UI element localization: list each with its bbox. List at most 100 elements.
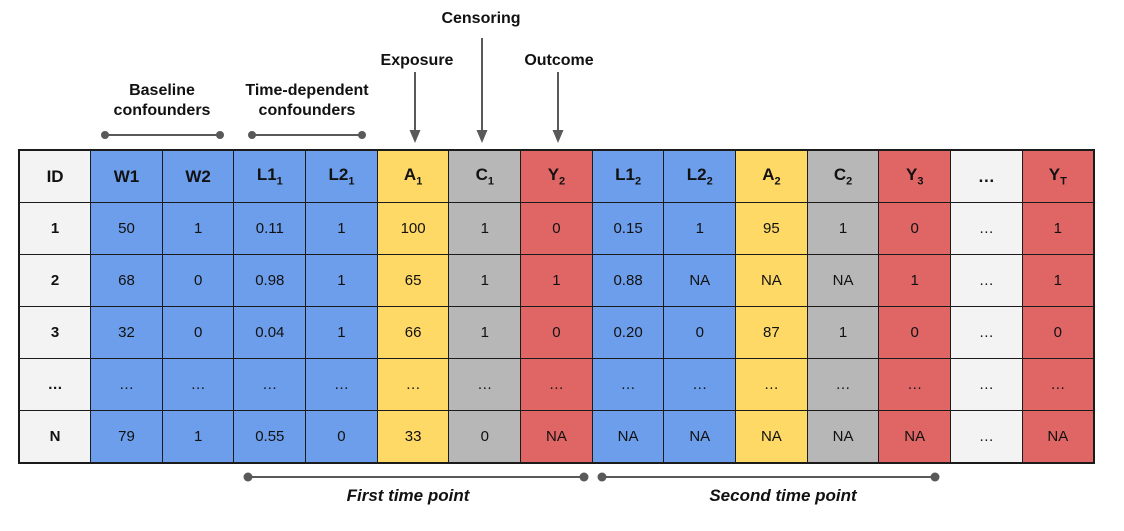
header-cell-base: Y <box>905 165 918 185</box>
data-cell: 0.20 <box>591 306 665 359</box>
row-id-cell: … <box>18 358 92 411</box>
data-cell: 32 <box>90 306 163 359</box>
data-cell: 0 <box>161 306 235 359</box>
data-cell: 50 <box>90 202 163 255</box>
header-cell: A1 <box>376 149 450 203</box>
second-time-point-bracket <box>597 472 940 482</box>
data-cell: 87 <box>735 306 808 359</box>
time-dependent-confounders-bracket <box>248 131 366 139</box>
header-cell-subscript: 2 <box>774 175 781 188</box>
data-cell: 1 <box>161 410 235 464</box>
header-cell-subscript: 3 <box>917 175 924 188</box>
data-cell: 0.55 <box>233 410 307 464</box>
outcome-label: Outcome <box>524 52 594 69</box>
data-cell: NA <box>806 410 880 464</box>
data-cell: 1 <box>305 202 378 255</box>
data-cell: … <box>806 358 880 411</box>
data-cell: … <box>233 358 307 411</box>
data-cell: 0.04 <box>233 306 307 359</box>
header-cell: L22 <box>663 149 737 203</box>
header-cell-base: C <box>833 165 847 185</box>
censoring-arrow <box>476 38 488 143</box>
data-cell: 1 <box>663 202 737 255</box>
header-cell-subscript: 2 <box>559 175 566 188</box>
header-cell: A2 <box>735 149 808 203</box>
data-cell: 1 <box>878 254 952 307</box>
header-cell: W1 <box>90 149 163 203</box>
data-cell: … <box>376 358 450 411</box>
data-cell: 0 <box>878 306 952 359</box>
header-cell-subscript: 2 <box>634 175 642 188</box>
data-cell: 0 <box>663 306 737 359</box>
data-cell: 1 <box>161 202 235 255</box>
data-cell: 1 <box>448 202 522 255</box>
row-id-cell: N <box>18 410 92 464</box>
header-cell-subscript: 1 <box>487 175 494 188</box>
table-row: ……………………………………… <box>18 358 1095 411</box>
header-cell-base: L2 <box>686 165 707 185</box>
data-cell: NA <box>806 254 880 307</box>
data-cell: 1 <box>520 254 593 307</box>
header-cell-subscript: 1 <box>276 175 283 188</box>
row-id-cell: 3 <box>18 306 92 359</box>
header-cell-subscript: 1 <box>416 175 423 188</box>
exposure-label: Exposure <box>380 52 454 69</box>
data-cell: … <box>950 202 1023 255</box>
header-cell-base: C <box>475 165 488 185</box>
header-cell-base: … <box>977 166 995 186</box>
header-cell: Y2 <box>520 149 593 203</box>
data-cell: 1 <box>806 202 880 255</box>
header-cell-base: L2 <box>328 165 349 185</box>
header-cell-base: A <box>403 165 417 185</box>
data-cell: NA <box>735 410 808 464</box>
data-cell: 68 <box>90 254 163 307</box>
data-cell: 95 <box>735 202 808 255</box>
data-cell: … <box>591 358 665 411</box>
data-cell: … <box>663 358 737 411</box>
header-cell: L21 <box>305 149 378 203</box>
time-dependent-confounders-label: Time-dependent confounders <box>245 82 369 119</box>
data-cell: 0 <box>1021 306 1095 359</box>
header-cell-base: Y <box>547 165 560 185</box>
header-cell-base: L1 <box>256 165 277 185</box>
header-cell-base: Y <box>1048 165 1061 185</box>
header-cell-base: W1 <box>113 166 140 186</box>
data-cell: 0.11 <box>233 202 307 255</box>
data-cell: 66 <box>376 306 450 359</box>
censoring-label: Censoring <box>441 10 521 27</box>
data-cell: … <box>161 358 235 411</box>
first-time-point-bracket <box>243 472 589 482</box>
header-cell: … <box>950 149 1023 203</box>
row-id-cell: 2 <box>18 254 92 307</box>
data-cell: … <box>448 358 522 411</box>
outcome-arrow <box>552 72 564 143</box>
second-time-point-label: Second time point <box>709 486 857 505</box>
data-cell: 0.15 <box>591 202 665 255</box>
data-cell: … <box>735 358 808 411</box>
data-cell: 1 <box>448 254 522 307</box>
header-cell: L12 <box>591 149 665 203</box>
data-cell: … <box>305 358 378 411</box>
data-cell: NA <box>663 410 737 464</box>
header-cell: C2 <box>806 149 880 203</box>
data-cell: 1 <box>305 254 378 307</box>
header-cell-subscript: T <box>1060 175 1067 188</box>
data-cell: 1 <box>806 306 880 359</box>
baseline-confounders-bracket <box>101 131 224 139</box>
data-cell: NA <box>878 410 952 464</box>
data-cell: 33 <box>376 410 450 464</box>
data-cell: 0 <box>161 254 235 307</box>
data-cell: … <box>878 358 952 411</box>
data-cell: 0 <box>305 410 378 464</box>
data-cell: … <box>90 358 163 411</box>
exposure-arrow <box>409 72 421 143</box>
data-cell: 1 <box>305 306 378 359</box>
data-cell: … <box>950 254 1023 307</box>
data-cell: 0 <box>878 202 952 255</box>
